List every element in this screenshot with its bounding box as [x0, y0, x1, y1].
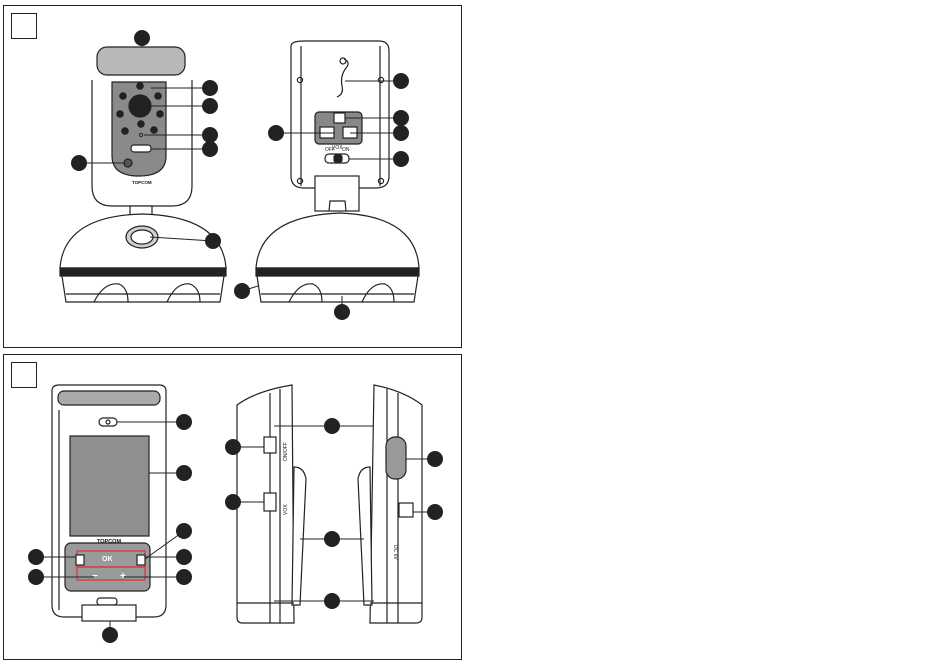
- callout-marker: [324, 418, 340, 434]
- parent-unit-side-right: [358, 385, 422, 623]
- figure-panel-b: TOPCOM OK − + ON/OFF VOX DC 6V: [3, 354, 462, 660]
- callout-marker: [176, 549, 192, 565]
- callout-marker: [334, 304, 350, 320]
- callout-marker: [202, 98, 218, 114]
- top-bar: [58, 391, 160, 405]
- callout-marker: [202, 141, 218, 157]
- callout-marker: [176, 523, 192, 539]
- ok-key-label[interactable]: OK: [102, 556, 113, 563]
- callout-marker: [102, 627, 118, 643]
- ir-led-icon: [138, 121, 144, 127]
- brand-text-a: TOPCOM: [132, 180, 152, 185]
- belt-clip-left: [292, 467, 306, 605]
- callout-marker: [324, 531, 340, 547]
- callout-marker: [202, 127, 218, 143]
- microphone-icon: [124, 159, 132, 167]
- callout-marker: [427, 504, 443, 520]
- speaker-grille: [97, 598, 117, 605]
- ir-led-icon: [157, 111, 163, 117]
- side-body-right: [370, 385, 422, 623]
- top-light-bar: [97, 47, 185, 75]
- ir-led-icon: [137, 83, 143, 89]
- ir-led-icon: [117, 111, 123, 117]
- menu-key: [76, 555, 84, 565]
- callout-marker: [268, 125, 284, 141]
- light-sensor-icon: [140, 134, 143, 137]
- figure-panel-a: TOPCOM: [3, 5, 462, 348]
- side-text-dc: DC 6V: [392, 545, 398, 560]
- base-button-inner: [131, 230, 153, 244]
- callout-marker: [393, 151, 409, 167]
- callout-marker: [28, 549, 44, 565]
- callout-marker: [324, 593, 340, 609]
- base-stripe: [60, 268, 226, 276]
- parent-unit-diagram: TOPCOM OK − + ON/OFF VOX DC 6V: [4, 355, 463, 661]
- vox-switch-side: [264, 493, 276, 511]
- callout-marker: [393, 110, 409, 126]
- ir-led-icon: [151, 127, 157, 133]
- ir-led-icon: [120, 93, 126, 99]
- parent-unit-front: [52, 385, 166, 621]
- dc-socket: [399, 503, 413, 517]
- vox-switch-thumb: [334, 155, 342, 162]
- switch-label-on: ON: [342, 147, 350, 153]
- callout-marker: [176, 465, 192, 481]
- callout-marker: [71, 155, 87, 171]
- ir-led-icon: [122, 128, 128, 134]
- callout-marker: [393, 73, 409, 89]
- callout-marker: [225, 494, 241, 510]
- power-switch-side: [264, 437, 276, 453]
- callout-marker: [427, 451, 443, 467]
- belt-clip-right: [358, 467, 372, 605]
- callout-marker: [134, 30, 150, 46]
- callout-marker: [225, 439, 241, 455]
- camera-lens-icon: [129, 95, 151, 117]
- base-tab: [82, 605, 136, 621]
- callout-marker: [234, 283, 250, 299]
- side-text-vox: VOX: [283, 504, 289, 515]
- pair-button: [131, 145, 151, 152]
- callout-marker: [205, 233, 221, 249]
- base-dome-back: [256, 213, 419, 268]
- callout-marker: [176, 414, 192, 430]
- callout-marker: [393, 125, 409, 141]
- parent-unit-side-left: [237, 385, 306, 623]
- power-key: [334, 113, 345, 123]
- callout-marker: [28, 569, 44, 585]
- callout-marker: [176, 569, 192, 585]
- callout-marker: [202, 80, 218, 96]
- side-speaker: [386, 437, 406, 479]
- brand-text-b: TOPCOM: [97, 539, 121, 545]
- base-stripe-back: [256, 268, 419, 276]
- side-text-onoff: ON/OFF: [283, 442, 289, 461]
- baby-unit-diagram: TOPCOM: [4, 6, 463, 349]
- lcd-screen: [70, 436, 149, 536]
- power-button: [99, 418, 117, 426]
- baby-unit-front: [60, 47, 226, 302]
- music-key: [137, 555, 145, 565]
- ir-led-icon: [155, 93, 161, 99]
- back-neck: [315, 176, 359, 211]
